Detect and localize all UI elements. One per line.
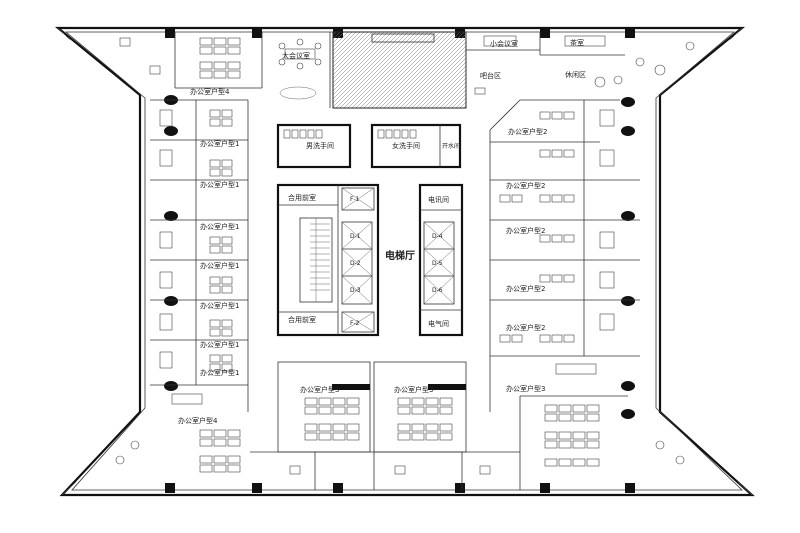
left-office-strip: 办公室户型4 办公室户型1 办公室户型1 办公室户型1 办公室户型1 办公室户型… [150, 87, 249, 425]
fire-lobby-label-bottom: 合用前室 [288, 315, 316, 324]
lounge-label: 休闲区 [565, 70, 586, 79]
small-meeting-label: 小会议室 [490, 39, 518, 48]
office-type-1-label-e: 办公室户型1 [200, 301, 239, 310]
large-meeting-chairs [278, 38, 322, 100]
office-type-1-label-f: 办公室户型1 [200, 340, 239, 349]
tea-room-label: 茶室 [570, 38, 584, 47]
womens-wc-label: 女洗手间 [392, 141, 420, 150]
electrical-room-label: 电气间 [428, 319, 449, 328]
elevator-label-d3: D-3 [350, 287, 361, 294]
telecom-room-label: 电讯间 [428, 195, 449, 204]
atrium-void [332, 31, 467, 109]
office-type-3-label-b: 办公室户型3 [394, 385, 433, 394]
lounge-furniture [474, 41, 695, 95]
elevator-label-d4: D-4 [432, 233, 443, 240]
office-type-3-label-a: 办公室户型3 [300, 385, 339, 394]
fire-core: 合用前室 合用前室 F-1 F-2 D-1 D-2 D-3 [276, 183, 380, 337]
elevator-hall-label: 电梯厅 [385, 249, 415, 262]
left-office-desks [159, 109, 233, 405]
office-type-1-label-d: 办公室户型1 [200, 261, 239, 270]
right-office-desks [499, 109, 615, 375]
elevator-label-d5: D-5 [432, 260, 443, 267]
water-room-label: 开水间 [442, 142, 460, 150]
bottom-zone: 办公室户型3 办公室户型3 [115, 361, 685, 490]
fire-lobby-label-top: 合用前室 [288, 193, 316, 202]
elevator-core: 电讯间 电气间 D-4 D-5 D-6 电梯厅 [385, 183, 464, 337]
bottom-office-desks [115, 397, 685, 475]
fire-elevator-label-2: F-2 [350, 320, 360, 327]
office-type-2-label-d: 办公室户型2 [506, 284, 545, 293]
top-zone: 大会议室 小会议室 茶室 吧台区 休闲区 [119, 31, 695, 109]
top-left-office-desks [119, 37, 241, 79]
office-type-2-label-c: 办公室户型2 [506, 226, 545, 235]
office-type-1-label-c: 办公室户型1 [200, 222, 239, 231]
office-type-1-label-g: 办公室户型1 [200, 368, 239, 377]
elevator-label-d6: D-6 [432, 287, 443, 294]
bar-area-label: 吧台区 [480, 71, 501, 80]
restroom-block: 男洗手间 女洗手间 开水间 [276, 123, 462, 169]
mens-wc-label: 男洗手间 [306, 141, 334, 150]
elevator-label-d1: D-1 [350, 233, 361, 240]
office-type-4-label-bottom: 办公室户型4 [178, 416, 218, 425]
office-type-4-label-top: 办公室户型4 [190, 87, 230, 96]
office-type-2-label-e: 办公室户型2 [506, 323, 545, 332]
stair-treads [310, 218, 330, 302]
building-outline [54, 26, 755, 497]
elevator-label-d2: D-2 [350, 260, 361, 267]
large-meeting-label: 大会议室 [282, 51, 310, 60]
fire-elevator-label-1: F-1 [350, 196, 360, 203]
office-type-3-label-right: 办公室户型3 [506, 384, 545, 393]
office-type-1-label-a: 办公室户型1 [200, 139, 239, 148]
right-office-strip: 办公室户型2 办公室户型2 办公室户型2 办公室户型2 办公室户型2 办公室户型… [489, 99, 640, 412]
office-type-2-label-a: 办公室户型2 [508, 127, 547, 136]
office-type-2-label-b: 办公室户型2 [506, 181, 545, 190]
office-type-1-label-b: 办公室户型1 [200, 180, 239, 189]
